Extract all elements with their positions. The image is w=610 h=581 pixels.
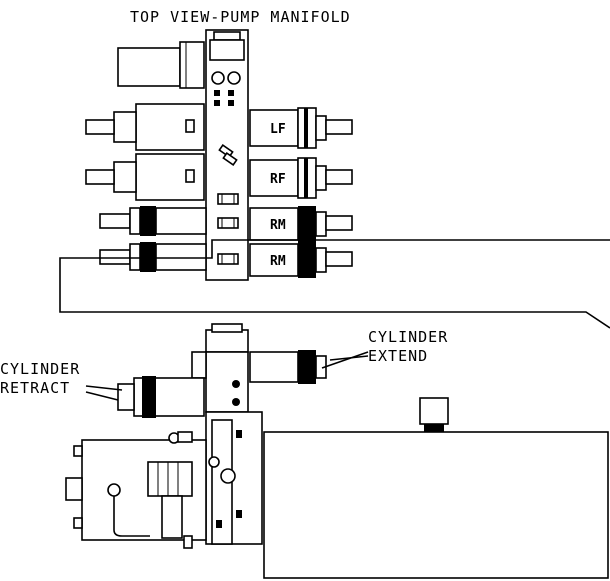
valve-lf: LF — [249, 107, 353, 149]
cylinder-extend-line2: EXTEND — [368, 347, 428, 365]
cylinder-retract-callout: CYLINDER RETRACT — [0, 360, 123, 401]
valve-rm-upper: RM — [249, 206, 353, 242]
cylinder-extend-line1: CYLINDER — [368, 328, 448, 346]
valve-rf: RF — [249, 157, 353, 199]
top-manifold: LF RF RM RM — [85, 29, 353, 281]
valve-lf-label: LF — [270, 122, 286, 137]
valve-rm-lower-label: RM — [270, 254, 286, 269]
side-manifold — [65, 323, 609, 579]
cylinder-retract-line1: CYLINDER — [0, 360, 80, 378]
cylinder-retract-line2: RETRACT — [0, 379, 70, 397]
valve-rf-label: RF — [270, 172, 286, 187]
valve-rm-upper-label: RM — [270, 218, 286, 233]
section-lines — [59, 239, 610, 329]
cylinder-extend-callout: CYLINDER EXTEND — [321, 328, 448, 369]
diagram-title: TOP VIEW-PUMP MANIFOLD — [130, 8, 351, 26]
valve-rm-lower: RM — [249, 242, 353, 278]
